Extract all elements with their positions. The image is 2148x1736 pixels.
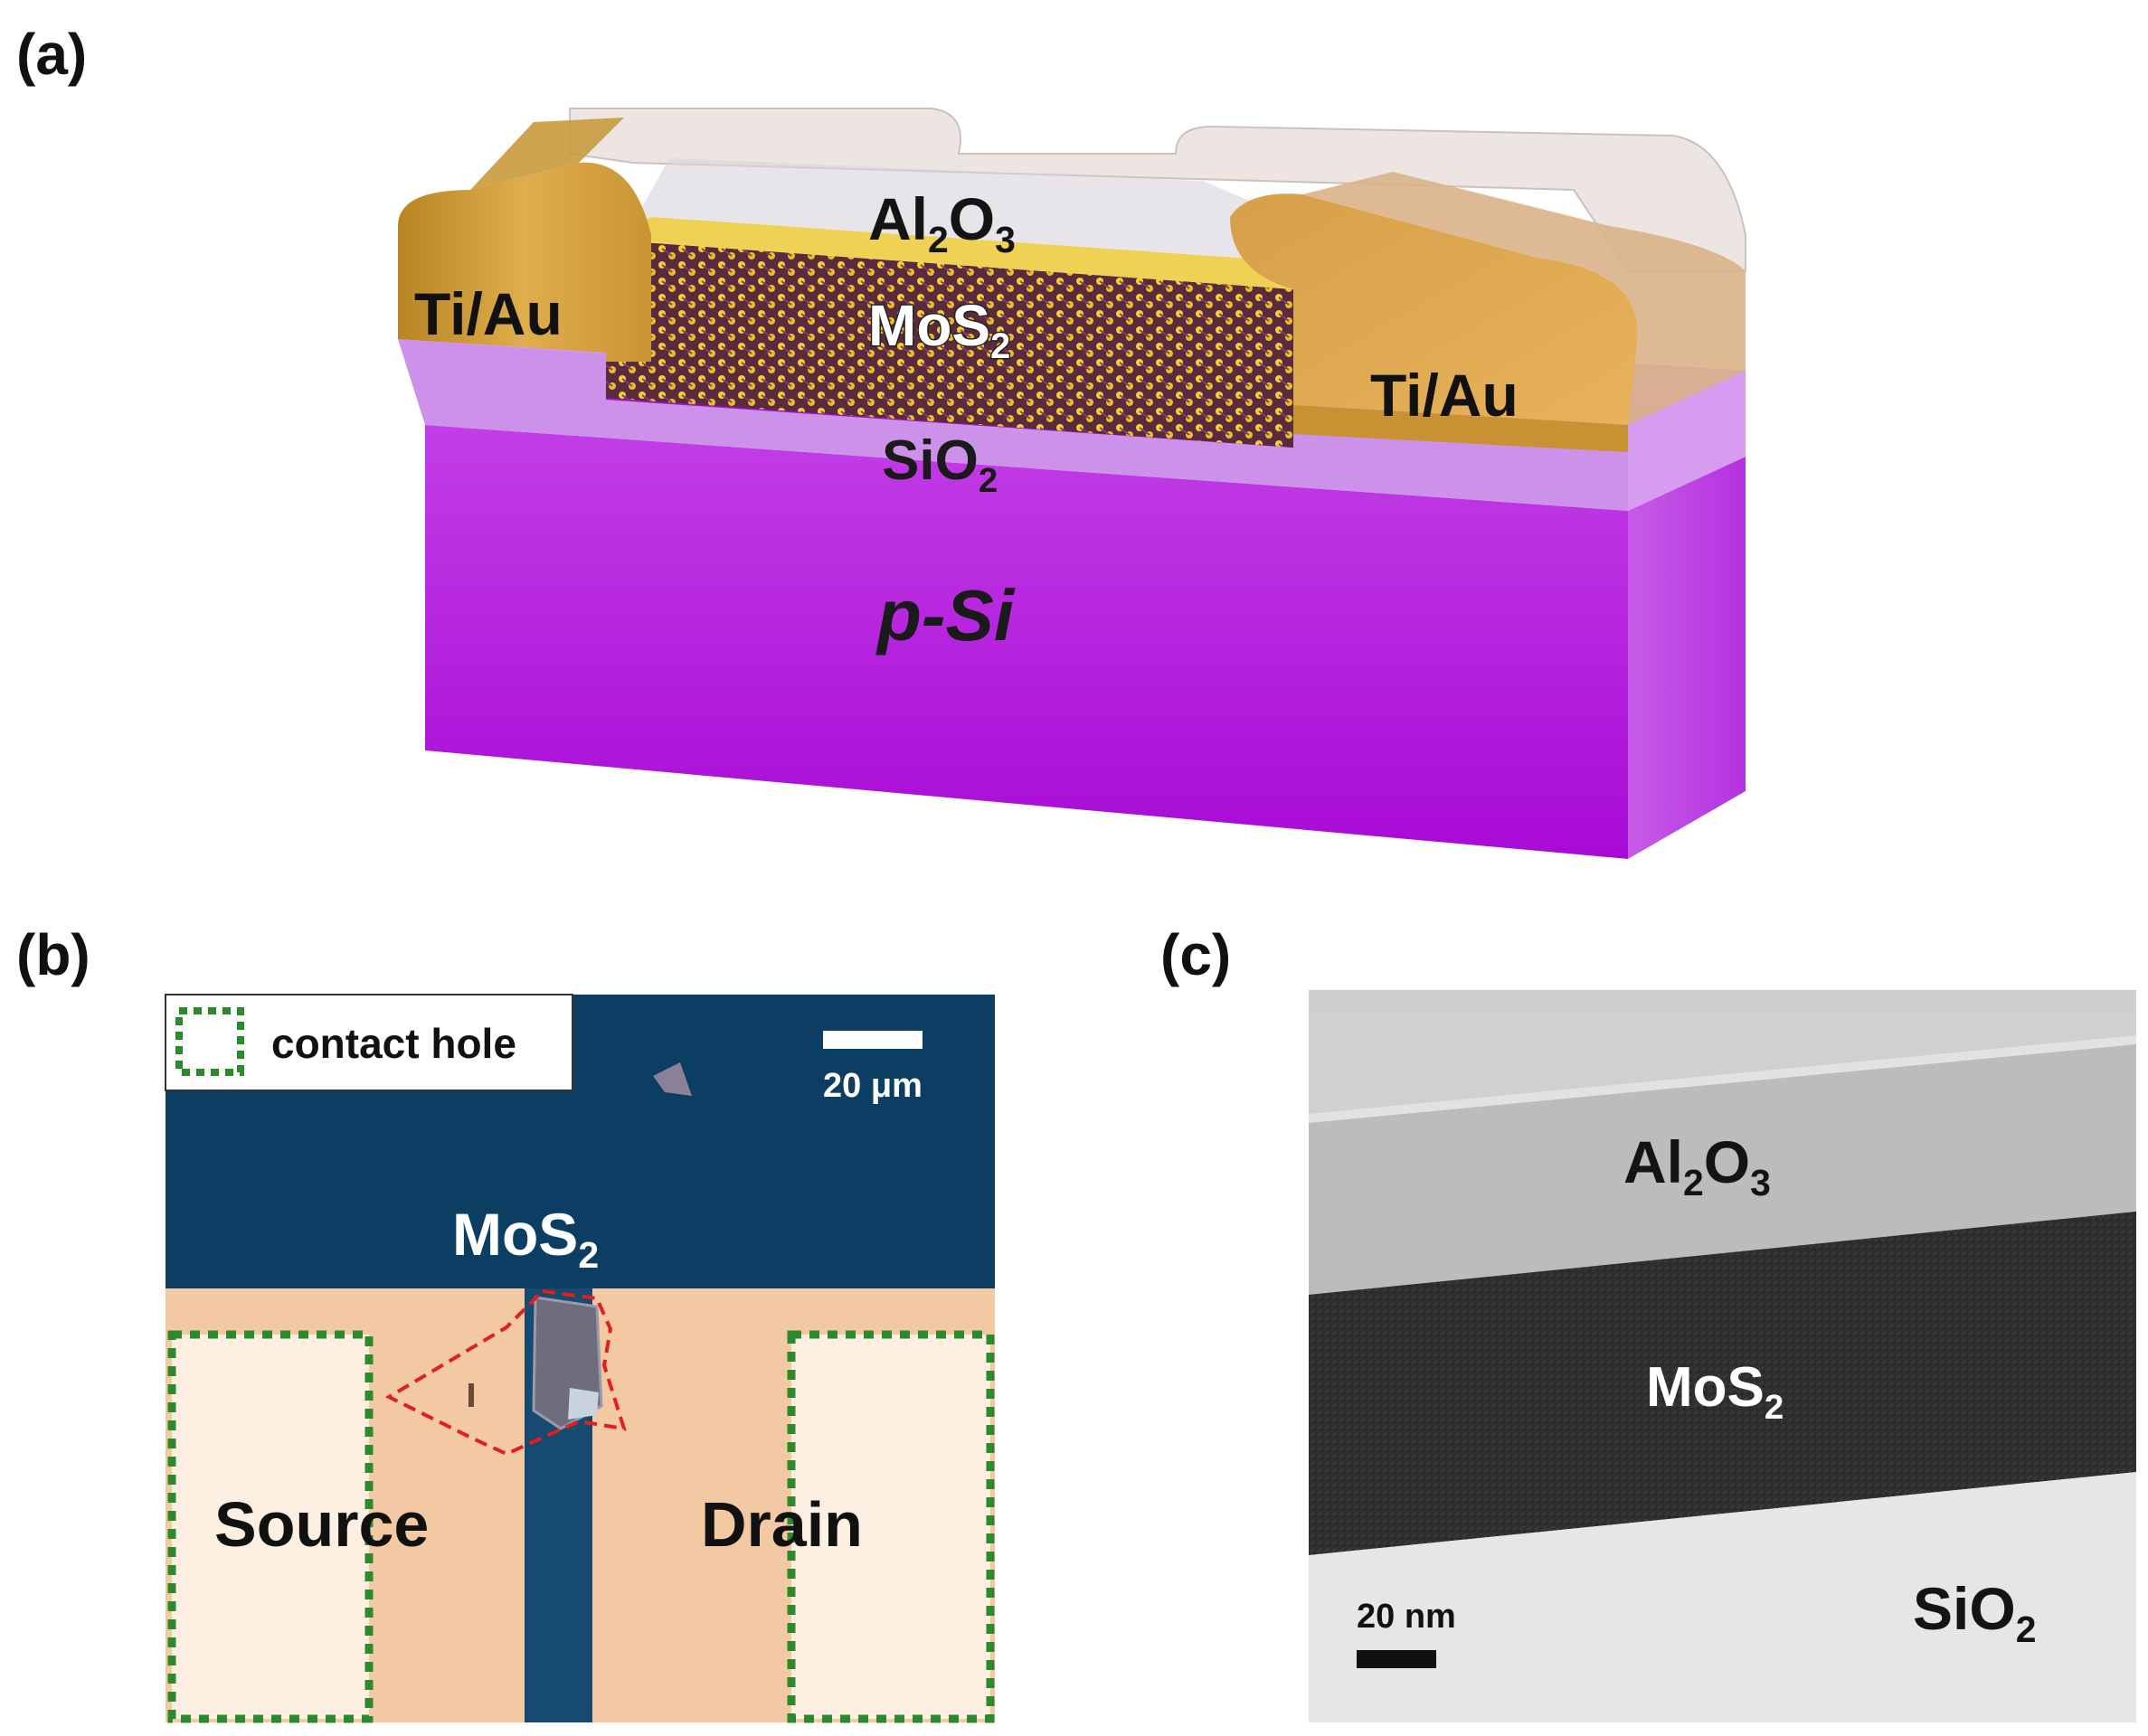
label-al2o3-c: Al2O3 (1623, 1128, 1771, 1203)
tiau-right-top (1302, 172, 1746, 425)
label-al2o3: Al2O3 (868, 185, 1016, 260)
label-mos2-b: MoS2 (452, 1201, 599, 1276)
debris-particle (653, 1062, 692, 1096)
tiau-left-contact (398, 162, 651, 362)
label-sio2-a: SiO2 (882, 429, 998, 500)
debris-speck (468, 1383, 474, 1407)
label-source: Source (214, 1489, 429, 1560)
psi-side-face (1628, 457, 1746, 859)
label-tiau-left: Ti/Au (414, 280, 563, 347)
tiau-left-top (470, 118, 624, 190)
tem-al2o3-band (1309, 1042, 2136, 1295)
label-psi: p-Si (875, 575, 1016, 656)
contact-hole-drain[interactable] (787, 1330, 995, 1723)
psi-front-face (425, 425, 1628, 859)
panel-c-label: (c) (1160, 922, 1231, 987)
tem-mos2-band (1309, 1212, 2136, 1555)
scalebar-b-label: 20 μm (823, 1067, 923, 1105)
tiau-right-contact (1230, 193, 1638, 425)
legend-contact-icon (175, 1007, 244, 1076)
device-3d-schematic: Al2O3 MoS2 SiO2 p-Si Ti/Au Ti/Au (398, 108, 1746, 859)
optical-micrograph: contact hole 20 μm MoS2 Source Drain (165, 994, 995, 1723)
mos2-top (606, 217, 1302, 289)
sio2-side-face (1628, 371, 1746, 511)
tem-cross-section: Al2O3 MoS2 SiO2 20 nm (1309, 990, 2136, 1722)
scalebar-b (823, 1031, 923, 1049)
scalebar-c-label: 20 nm (1357, 1598, 1456, 1636)
scalebar-c (1357, 1650, 1436, 1668)
tiau-right-front (1293, 405, 1628, 452)
label-drain: Drain (701, 1489, 863, 1560)
contact-hole-source[interactable] (167, 1330, 374, 1723)
mos2-stack (606, 240, 1293, 448)
label-mos2-a: MoS2 (868, 293, 1010, 366)
label-sio2-c: SiO2 (1913, 1575, 2036, 1650)
al2o3-cover (569, 108, 1746, 272)
label-mos2-c: MoS2 (1646, 1356, 1784, 1427)
label-tiau-right: Ti/Au (1370, 362, 1519, 429)
panel-b-label: (b) (16, 922, 90, 987)
tem-sio2-region (1309, 1472, 2136, 1722)
tem-al2o3-edge (1309, 1035, 2136, 1123)
tem-mos2-shade (1309, 1212, 2136, 1555)
mos2-flake-highlight (568, 1388, 599, 1420)
panel-a-label: (a) (16, 22, 87, 87)
legend-text: contact hole (271, 1020, 516, 1067)
